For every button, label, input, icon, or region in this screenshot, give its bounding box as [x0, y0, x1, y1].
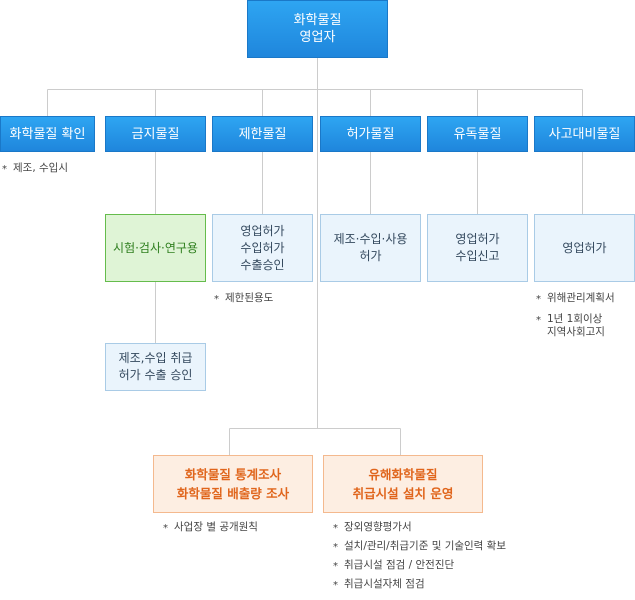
detail-line: 허가 — [359, 249, 382, 263]
notes-chemical-check: 제조, 수입시 — [2, 162, 68, 181]
detail-line: 제조·수입·사용 — [333, 232, 408, 246]
detail-line: 영업허가 — [562, 240, 607, 255]
note-item: 위해관리계획서 — [536, 292, 615, 306]
note-line: 지역사회고지 — [547, 326, 605, 338]
detail-permitted-use: 제조·수입·사용 허가 — [320, 214, 421, 282]
note-item: 취급시설자체 점검 — [333, 578, 506, 592]
category-toxic: 유독물질 — [427, 116, 528, 152]
detail-line: 시험·검사·연구용 — [113, 240, 198, 255]
note-item: 사업장 별 공개원칙 — [163, 521, 258, 535]
category-accident-prep: 사고대비물질 — [534, 116, 635, 152]
category-banned: 금지물질 — [105, 116, 206, 152]
note-line: 1년 1회이상 — [547, 313, 603, 325]
top-box-line-2: 영업자 — [299, 30, 336, 45]
notes-statistics: 사업장 별 공개원칙 — [163, 521, 258, 540]
detail-banned-research: 시험·검사·연구용 — [105, 214, 206, 282]
bottom-line: 취급시설 설치 운영 — [352, 486, 454, 501]
bottom-facility-operation: 유해화학물질 취급시설 설치 운영 — [323, 455, 483, 513]
category-label: 화학물질 확인 — [9, 126, 86, 142]
category-permitted: 허가물질 — [320, 116, 421, 152]
detail-line: 허가 수출 승인 — [118, 368, 193, 382]
category-label: 허가물질 — [346, 126, 395, 142]
detail-restricted-permits: 영업허가 수입허가 수출승인 — [212, 214, 313, 282]
detail-line: 영업허가 — [240, 223, 285, 238]
detail-line: 제조,수입 취급 — [118, 351, 193, 365]
bottom-line: 유해화학물질 — [368, 467, 438, 482]
top-box-line-1: 화학물질 — [293, 13, 342, 28]
note-item: 설치/관리/취급기준 및 기술인력 확보 — [333, 540, 506, 554]
category-chemical-check: 화학물질 확인 — [0, 116, 95, 152]
category-label: 유독물질 — [453, 126, 502, 142]
category-label: 금지물질 — [131, 126, 180, 142]
detail-accident-permit: 영업허가 — [534, 214, 635, 282]
detail-line: 수입신고 — [455, 249, 500, 263]
top-box-chemical-business: 화학물질 영업자 — [247, 0, 388, 58]
detail-banned-import-export: 제조,수입 취급 허가 수출 승인 — [105, 343, 206, 391]
note-item: 장외영향평가서 — [333, 521, 506, 535]
detail-line: 수입허가 — [240, 240, 285, 255]
note-item: 제조, 수입시 — [2, 162, 68, 176]
notes-accident-prep: 위해관리계획서 1년 1회이상 지역사회고지 — [536, 292, 615, 345]
note-item: 제한된용도 — [214, 292, 273, 306]
detail-line: 수출승인 — [240, 257, 285, 272]
notes-restricted: 제한된용도 — [214, 292, 273, 311]
bottom-line: 화학물질 통계조사 — [184, 467, 282, 482]
detail-toxic-permits: 영업허가 수입신고 — [427, 214, 528, 282]
category-restricted: 제한물질 — [212, 116, 313, 152]
detail-line: 영업허가 — [455, 232, 500, 246]
note-item: 취급시설 점검 / 안전진단 — [333, 559, 506, 573]
note-item: 1년 1회이상 지역사회고지 — [536, 313, 615, 339]
note-line: 위해관리계획서 — [547, 292, 615, 304]
bottom-line: 화학물질 배출량 조사 — [176, 486, 290, 501]
category-label: 사고대비물질 — [548, 126, 621, 142]
category-label: 제한물질 — [238, 126, 287, 142]
notes-facility: 장외영향평가서 설치/관리/취급기준 및 기술인력 확보 취급시설 점검 / 안… — [333, 521, 506, 597]
bottom-statistics-survey: 화학물질 통계조사 화학물질 배출량 조사 — [153, 455, 313, 513]
